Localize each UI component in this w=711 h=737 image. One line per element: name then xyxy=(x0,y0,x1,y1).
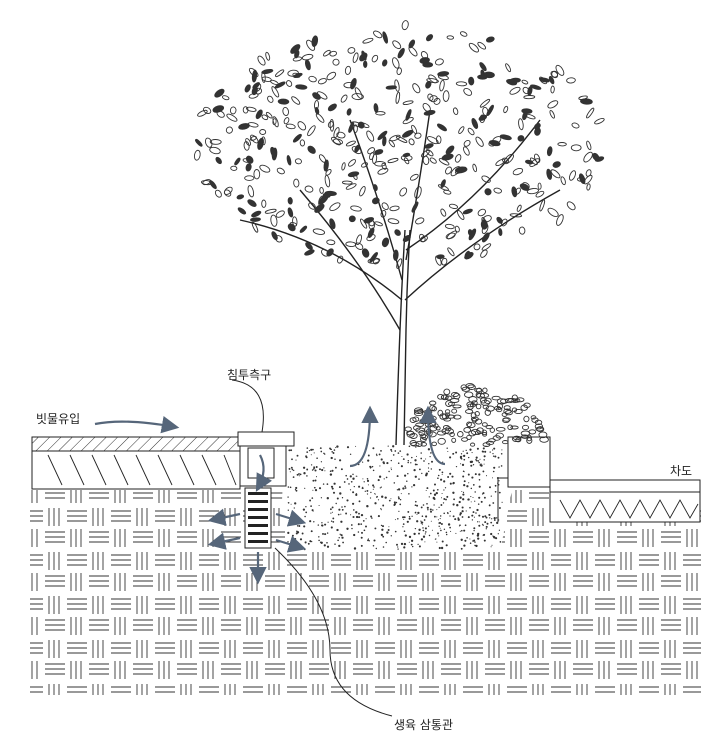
rain-inflow-arrow xyxy=(94,416,180,434)
planting-soil-area xyxy=(282,442,512,552)
roadway-label: 차도 xyxy=(670,464,693,478)
tree-canopy xyxy=(193,20,605,269)
growth-pipe-label: 생육 삼통관 xyxy=(394,718,454,732)
perforated-pipe xyxy=(244,487,272,549)
uptake-arrow-1 xyxy=(349,405,379,468)
trench-down-arrow xyxy=(255,454,273,492)
infiltration-trench-label: 침투측구 xyxy=(227,368,272,382)
road-section xyxy=(497,436,701,523)
shrub xyxy=(404,383,549,447)
lateral-arrow-3 xyxy=(275,509,307,527)
lateral-arrow-4 xyxy=(275,535,307,553)
lateral-arrow-1 xyxy=(207,508,241,526)
rainwater-inflow-label: 빗물유입 xyxy=(36,412,81,426)
uptake-arrow-2 xyxy=(419,405,446,466)
infiltration-trench-box xyxy=(237,431,295,487)
lateral-arrow-2 xyxy=(207,532,241,550)
leader-lines xyxy=(231,379,393,717)
left-pavement xyxy=(31,436,241,490)
flow-arrows xyxy=(94,405,446,585)
